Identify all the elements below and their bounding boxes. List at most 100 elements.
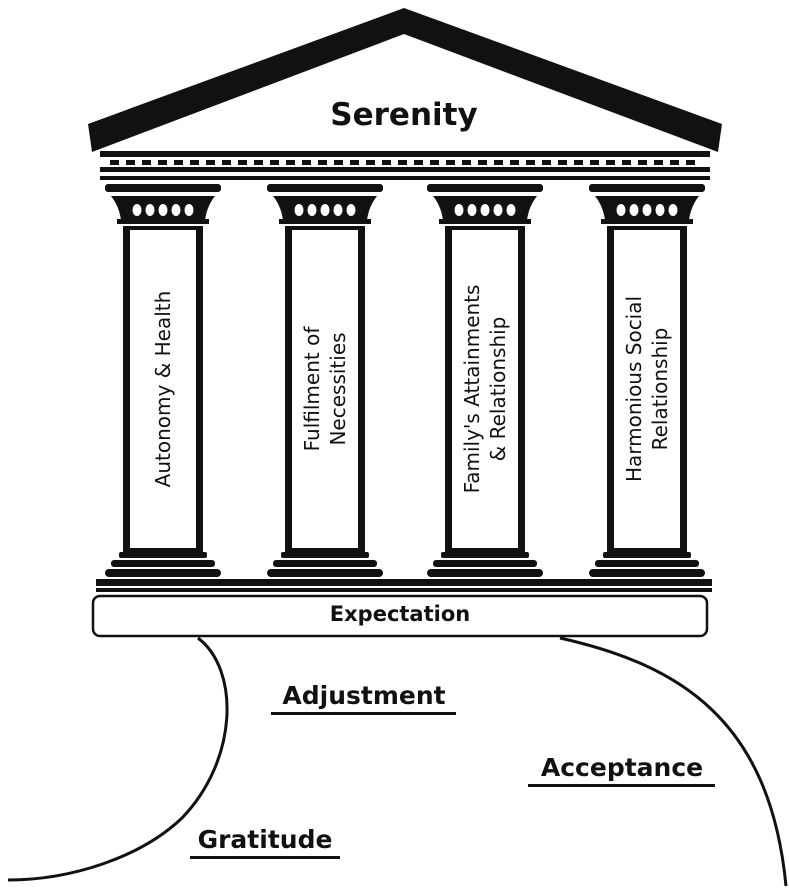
roof-label: Serenity — [330, 97, 477, 133]
path-word-gratitude-underline — [190, 856, 340, 859]
path-words: Adjustment Acceptance Gratitude — [190, 681, 715, 859]
dentil — [574, 160, 583, 165]
pillar-panel — [130, 230, 196, 548]
pillar-base-middle — [433, 560, 537, 567]
capital-ornament — [595, 196, 699, 220]
dentil — [158, 160, 167, 165]
pillar-label-line: Family's Attainments — [460, 285, 484, 494]
pillar-base-lower — [589, 569, 705, 577]
dentil — [526, 160, 535, 165]
dentil — [254, 160, 263, 165]
pillar-base-upper — [603, 552, 691, 558]
path-word-gratitude: Gratitude — [198, 825, 333, 854]
dentil — [126, 160, 135, 165]
dentil — [350, 160, 359, 165]
path-left-curve — [7, 636, 229, 882]
dentil — [142, 160, 151, 165]
dentil — [174, 160, 183, 165]
capital-ornament — [111, 196, 215, 220]
stylobate-top-line — [96, 579, 712, 586]
dentil — [494, 160, 503, 165]
dentil — [670, 160, 679, 165]
dentil-row — [110, 160, 695, 165]
dentil — [238, 160, 247, 165]
capital-slab — [267, 184, 383, 192]
pillar-label-line: Necessities — [326, 332, 350, 445]
dentil — [510, 160, 519, 165]
capital-slab — [589, 184, 705, 192]
foundation-box — [91, 594, 709, 638]
dentil — [190, 160, 199, 165]
pillar-panel — [614, 230, 680, 548]
dentil — [590, 160, 599, 165]
pillar-label-line: & Relationship — [486, 317, 510, 462]
pillar-label-line: Fulfilment of — [300, 326, 324, 452]
dentil — [638, 160, 647, 165]
pillar-base-upper — [119, 552, 207, 558]
dentil — [542, 160, 551, 165]
pillar-base-middle — [111, 560, 215, 567]
pillar-base-middle — [595, 560, 699, 567]
dentil — [398, 160, 407, 165]
pillar-panel — [292, 230, 358, 548]
path-word-adjustment: Adjustment — [282, 681, 445, 710]
dentil — [430, 160, 439, 165]
cornice-bottom-band — [100, 176, 710, 180]
path — [7, 636, 788, 887]
dentil — [558, 160, 567, 165]
stylobate — [96, 579, 712, 592]
pillar-label: Family's Attainments& Relationship — [460, 285, 510, 494]
dentil — [206, 160, 215, 165]
dentil — [446, 160, 455, 165]
dentil — [110, 160, 119, 165]
dentil — [654, 160, 663, 165]
path-word-acceptance: Acceptance — [541, 753, 703, 782]
capital-ornament — [273, 196, 377, 220]
dentil — [286, 160, 295, 165]
cornice-top-band — [100, 151, 710, 157]
pillar-base-lower — [427, 569, 543, 577]
capital-slab — [427, 184, 543, 192]
pediment-outer — [88, 8, 722, 152]
pillar: Family's Attainments& Relationship — [427, 184, 543, 577]
capital-ornament — [433, 196, 537, 220]
path-right-curve — [559, 636, 788, 887]
foundation-label: Expectation — [330, 602, 470, 626]
pediment-inner — [112, 40, 696, 145]
pillar-base-upper — [441, 552, 529, 558]
foundation: Expectation — [91, 594, 709, 638]
dentil — [302, 160, 311, 165]
pillar-base-lower — [267, 569, 383, 577]
entablature — [100, 151, 710, 180]
pediment: Serenity — [88, 8, 722, 152]
dentil — [478, 160, 487, 165]
dentil — [382, 160, 391, 165]
dentil — [462, 160, 471, 165]
pillar-panel — [452, 230, 518, 548]
dentil — [222, 160, 231, 165]
pillar-base-middle — [273, 560, 377, 567]
dentil — [318, 160, 327, 165]
dentil — [606, 160, 615, 165]
pillar-label-line: Relationship — [648, 328, 672, 451]
pillar-label: Autonomy & Health — [151, 291, 175, 488]
dentil — [270, 160, 279, 165]
dentil — [414, 160, 423, 165]
pillar-base-upper — [281, 552, 369, 558]
stylobate-bottom-line — [96, 588, 712, 592]
pillar-label-line: Harmonious Social — [622, 296, 646, 482]
pillar-base-lower — [105, 569, 221, 577]
dentil — [366, 160, 375, 165]
path-word-acceptance-underline — [528, 784, 715, 787]
pillar-label-line: Autonomy & Health — [151, 291, 175, 488]
pillar: Autonomy & Health — [105, 184, 221, 577]
capital-slab — [105, 184, 221, 192]
dentil — [686, 160, 695, 165]
dentil — [622, 160, 631, 165]
